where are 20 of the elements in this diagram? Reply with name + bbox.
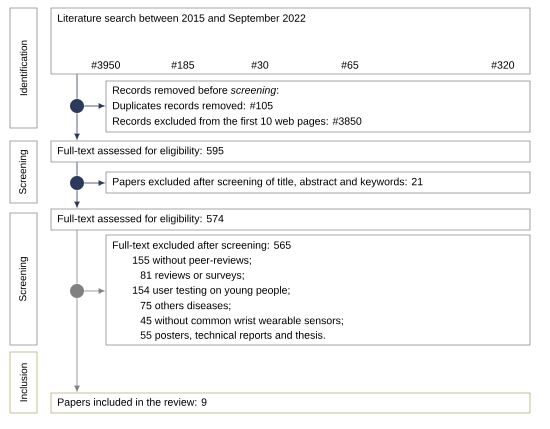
process-box: Papers included in the review: 9 [50,392,530,414]
junction-dot [70,284,84,298]
process-box: Records removed before screening: Duplicates records removed: #105 Records excluded from the first 10 web pages: #3850 [106,80,530,132]
stage-label-box: Identification [10,8,38,128]
stage-label-box: Screening [10,140,38,204]
process-box: Full-text assessed for eligibility: 574 [50,208,530,230]
process-box: Papers excluded after screening of title, abstract and keywords: 21 [106,172,530,194]
process-box: Full-text assessed for eligibility: 595 [50,140,530,162]
arrow [74,298,80,392]
arrow [84,288,105,294]
junction-dot [70,99,84,113]
stage-label-box: Inclusion [10,352,38,414]
arrow [84,103,105,109]
arrow [74,112,80,140]
arrow [74,190,80,208]
process-box: Literature search between 2015 and September 2022 #3950 #185 #30 #65 #320 [50,8,530,74]
stage-label-box: Screening [10,212,38,346]
process-box: Full-text excluded after screening: 565 155 without peer-reviews; 81 reviews or surveys; 154 user testing on young people; 75 others diseases; 45 without common wrist wearable sensors; 55 posters, technical reports and thesis. [106,234,530,346]
junction-dot [70,176,84,190]
arrow [84,180,105,186]
